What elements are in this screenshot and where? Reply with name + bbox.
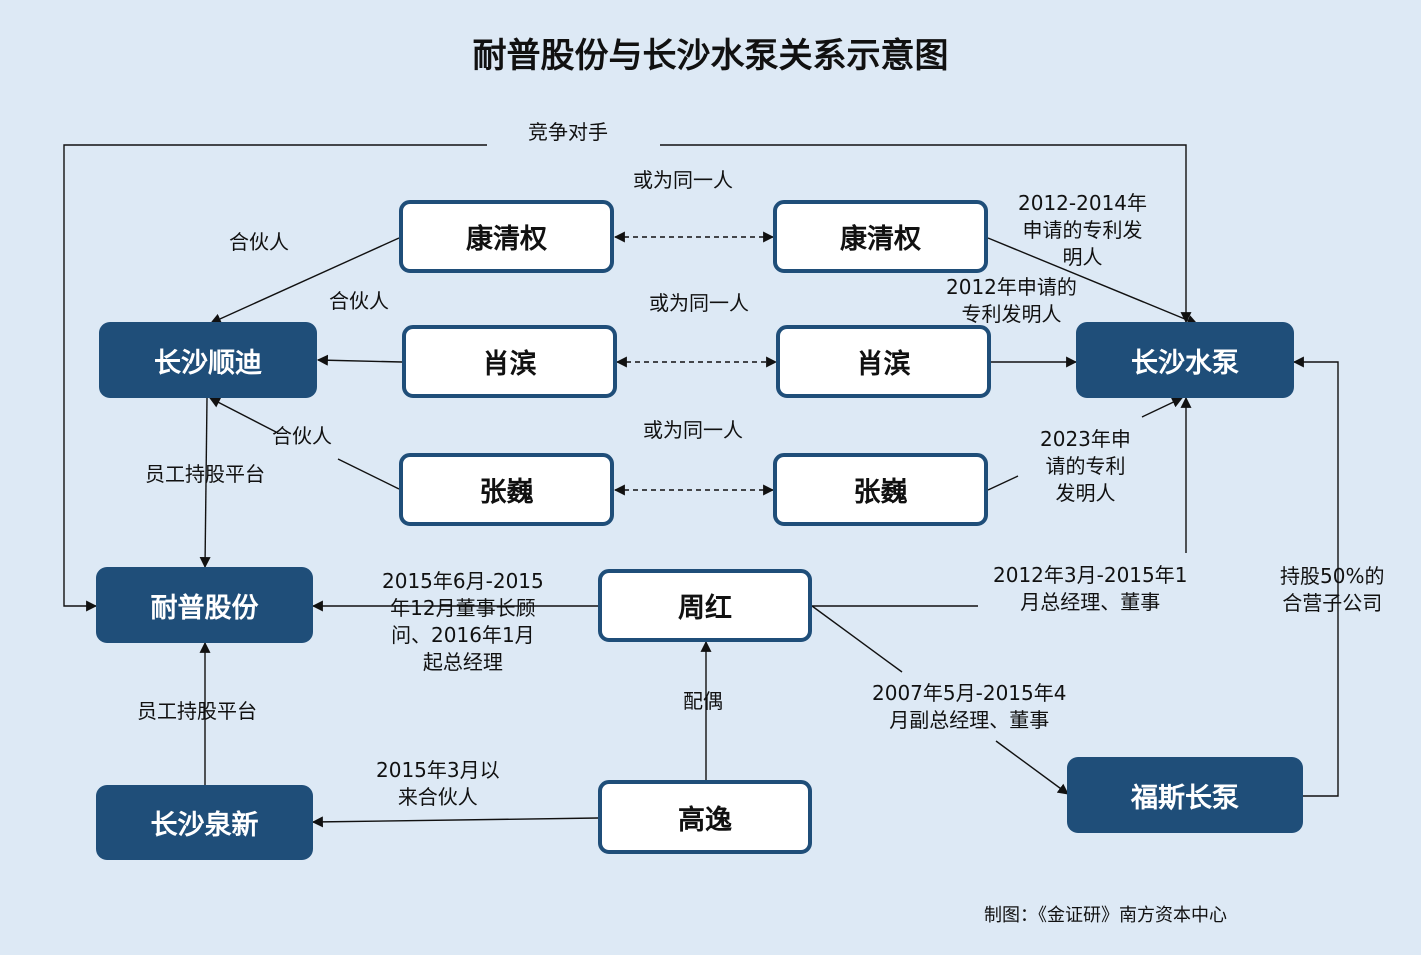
label-patent-kang: 2012-2014年 申请的专利发 明人 [1018,190,1147,271]
label-competitor: 竞争对手 [528,120,608,144]
node-kang-qingquan-right: 康清权 [773,200,988,273]
node-changsha-quanxin: 长沙泉新 [96,785,313,860]
patent-connector-zhang-head [1141,397,1183,418]
zhou-fusi-connector [811,605,903,673]
label-patent-kang-line-1: 2012-2014年 [1018,191,1148,215]
label-fusi-jv-line-1: 持股50%的 [1280,564,1385,588]
node-zhou-hong: 周红 [598,569,812,642]
node-xiao-bin-right: 肖滨 [776,325,991,398]
label-same-person-xiao: 或为同一人 [649,291,749,315]
label-zhou-naipu-role-line-2: 年12月董事长顾 [390,596,536,620]
patent-connector-zhang [987,475,1019,491]
label-zhou-naipu-role: 2015年6月-2015 年12月董事长顾 问、2016年1月 起总经理 [382,568,544,676]
node-zhang-wei-right: 张巍 [773,453,988,526]
node-zhang-wei-left: 张巍 [399,453,614,526]
partner-connector-kang [209,237,400,324]
credit-text: 制图：《金证研》南方资本中心 [984,905,1227,926]
node-gao-yi: 高逸 [598,780,812,854]
label-partner-zhang: 合伙人 [272,424,332,448]
node-fusi-pump: 福斯长泵 [1067,757,1303,833]
label-partner-kang: 合伙人 [229,230,289,254]
label-fusi-jv-line-2: 合营子公司 [1282,591,1383,615]
label-patent-zhang-line-1: 2023年申 [1040,427,1131,451]
label-patent-kang-line-2: 申请的专利发 [1022,218,1143,242]
label-zhou-naipu-role-line-4: 起总经理 [422,650,503,674]
label-zhou-fusi-role-line-1: 2007年5月-2015年4 [872,681,1067,705]
patent-connector-kang [987,237,1199,326]
label-zhou-pump-role-line-1: 2012年3月-2015年1 [993,563,1188,587]
node-xiao-bin-left: 肖滨 [402,325,617,398]
partner-connector-zhang [337,458,400,490]
label-patent-kang-line-3: 明人 [1062,245,1103,269]
competitor-connector [63,144,487,612]
label-gao-partner-line-2: 来合伙人 [397,785,478,809]
diagram-title: 耐普股份与长沙水泵关系示意图 [472,36,949,76]
jv-connector [1292,356,1339,797]
node-changsha-shundi: 长沙顺迪 [99,322,317,398]
node-changsha-pump: 长沙水泵 [1076,322,1294,398]
label-zhou-fusi-role: 2007年5月-2015年4 月副总经理、董事 [872,680,1066,734]
gao-partner-connector [311,816,599,828]
label-patent-xiao-line-1: 2012年申请的 [946,275,1077,299]
label-esop-shundi: 员工持股平台 [145,462,265,486]
label-esop-quanxin: 员工持股平台 [137,699,257,723]
partner-connector-zhang-head [209,397,277,433]
label-fusi-jv: 持股50%的 合营子公司 [1280,563,1384,617]
partner-connector-xiao [316,354,403,366]
label-zhou-fusi-role-line-2: 月副总经理、董事 [889,708,1050,732]
label-spouse: 配偶 [683,689,723,713]
competitor-connector-right [660,144,1192,324]
label-same-person-zhang: 或为同一人 [643,418,743,442]
label-patent-zhang-line-3: 发明人 [1055,481,1116,505]
label-gao-partner-line-1: 2015年3月以 [376,758,500,782]
node-kang-qingquan-left: 康清权 [399,200,614,273]
label-patent-zhang-line-2: 请的专利 [1045,454,1126,478]
label-gao-partner: 2015年3月以 来合伙人 [376,757,500,811]
zhou-fusi-connector-head [995,740,1069,795]
node-naipu: 耐普股份 [96,567,313,643]
label-zhou-pump-role: 2012年3月-2015年1 月总经理、董事 [993,562,1187,616]
label-same-person-kang: 或为同一人 [633,168,733,192]
label-zhou-naipu-role-line-3: 问、2016年1月 [391,623,535,647]
label-patent-zhang: 2023年申 请的专利 发明人 [1040,426,1131,507]
esop-connector-shundi [199,397,211,569]
label-partner-xiao: 合伙人 [329,289,389,313]
label-zhou-pump-role-line-2: 月总经理、董事 [1020,590,1161,614]
label-zhou-naipu-role-line-1: 2015年6月-2015 [382,569,544,593]
label-patent-xiao: 2012年申请的 专利发明人 [946,274,1077,328]
label-patent-xiao-line-2: 专利发明人 [961,302,1062,326]
